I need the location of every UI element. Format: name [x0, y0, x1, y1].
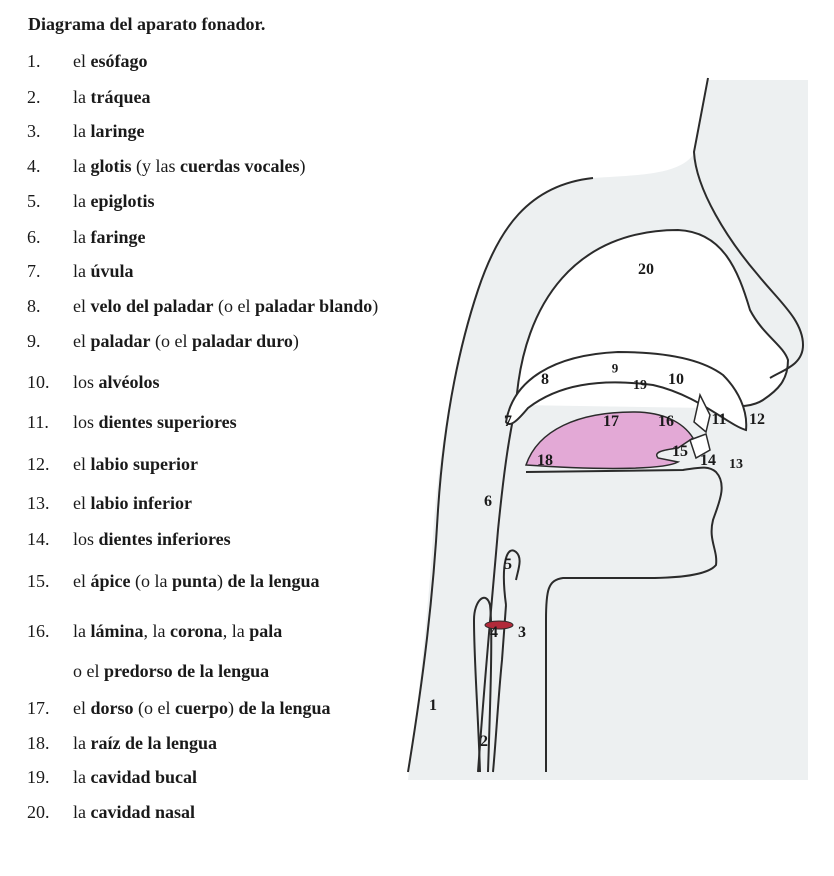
upper-teeth: [693, 392, 711, 434]
lower-teeth: [689, 433, 711, 460]
legend-number: 6.: [27, 227, 41, 247]
diagram-label-8: 8: [541, 371, 549, 388]
legend-list: 1. el esófago 2. la tráquea 3. la laringe 4. la…: [27, 51, 379, 822]
legend-text: la faringe: [73, 227, 146, 247]
legend-text: la lámina, la corona, la pala: [73, 621, 283, 641]
palate-shape: [504, 350, 748, 432]
legend-number: 19.: [27, 767, 50, 787]
legend-text: los dientes inferiores: [73, 529, 231, 549]
legend-text: la cavidad bucal: [73, 767, 198, 787]
diagram-label-10: 10: [668, 371, 684, 388]
diagram-label-2: 2: [480, 733, 488, 750]
diagram-label-1: 1: [429, 697, 437, 714]
legend-number: 8.: [27, 296, 41, 316]
glottis-shape: [484, 620, 514, 630]
legend-text: la raíz de la lengua: [73, 733, 217, 753]
legend-number: 2.: [27, 87, 41, 107]
diagram-title: Diagrama del aparato fonador.: [28, 14, 266, 34]
face-profile: [692, 77, 805, 379]
legend-text: el velo del paladar (o el paladar blando…: [73, 296, 379, 316]
diagram-label-9: 9: [611, 360, 619, 376]
legend-number: 18.: [27, 733, 50, 753]
diagram-label-17: 17: [603, 413, 619, 430]
diagram-label-3: 3: [518, 624, 526, 641]
legend-text: la úvula: [73, 261, 134, 281]
diagram-label-13: 13: [729, 457, 743, 472]
legend-text: la tráquea: [73, 87, 151, 107]
vocal-apparatus-drawing: [407, 77, 808, 780]
trachea-wall: [472, 596, 493, 773]
legend-text: el esófago: [73, 51, 148, 71]
legend-number: 13.: [27, 493, 50, 513]
legend-text: el dorso (o el cuerpo) de la lengua: [73, 698, 331, 718]
pharynx-back-wall: [407, 177, 594, 773]
diagram-label-4: 4: [490, 624, 498, 641]
diagram-label-20: 20: [638, 261, 654, 278]
diagram-label-14: 14: [700, 452, 716, 469]
diagram-label-15: 15: [672, 443, 688, 460]
legend-number: 7.: [27, 261, 41, 281]
epiglottis-shape: [502, 549, 521, 606]
legend-number: 9.: [27, 331, 41, 351]
legend-text: el labio superior: [73, 454, 199, 474]
legend-text: el ápice (o la punta) de la lengua: [73, 571, 320, 591]
tongue-shape: [524, 411, 695, 470]
legend-number: 5.: [27, 191, 41, 211]
legend-text: la glotis (y las cuerdas vocales): [73, 156, 306, 176]
legend-number: 4.: [27, 156, 41, 176]
legend-text: o el predorso de la lengua: [73, 661, 270, 681]
lower-jaw: [525, 466, 723, 772]
diagram-label-16: 16: [658, 413, 674, 430]
legend-number: 1.: [27, 51, 41, 71]
legend-number: 11.: [27, 412, 49, 432]
diagram-label-6: 6: [484, 493, 492, 510]
legend-number: 12.: [27, 454, 50, 474]
diagram-label-12: 12: [749, 411, 765, 428]
legend-text: la cavidad nasal: [73, 802, 196, 822]
diagram-label-18: 18: [537, 452, 553, 469]
legend-number: 3.: [27, 121, 41, 141]
pharynx-inner-wall: [477, 404, 517, 773]
diagram-label-7: 7: [504, 413, 512, 430]
legend-text: los dientes superiores: [73, 412, 237, 432]
legend-number: 16.: [27, 621, 50, 641]
diagram-label-11: 11: [711, 411, 727, 428]
legend-text: la laringe: [73, 121, 145, 141]
larynx-wall: [492, 604, 507, 773]
legend-text: los alvéolos: [73, 372, 160, 392]
legend-text: el labio inferior: [73, 493, 192, 513]
legend-number: 15.: [27, 571, 50, 591]
legend-number: 10.: [27, 372, 50, 392]
legend-text: la epiglotis: [73, 191, 155, 211]
legend-text: el paladar (o el paladar duro): [73, 331, 299, 351]
legend-number: 14.: [27, 529, 50, 549]
diagram-label-5: 5: [504, 556, 512, 573]
legend-number: 17.: [27, 698, 50, 718]
diagram-label-19: 19: [633, 378, 647, 393]
legend-number: 20.: [27, 802, 50, 822]
